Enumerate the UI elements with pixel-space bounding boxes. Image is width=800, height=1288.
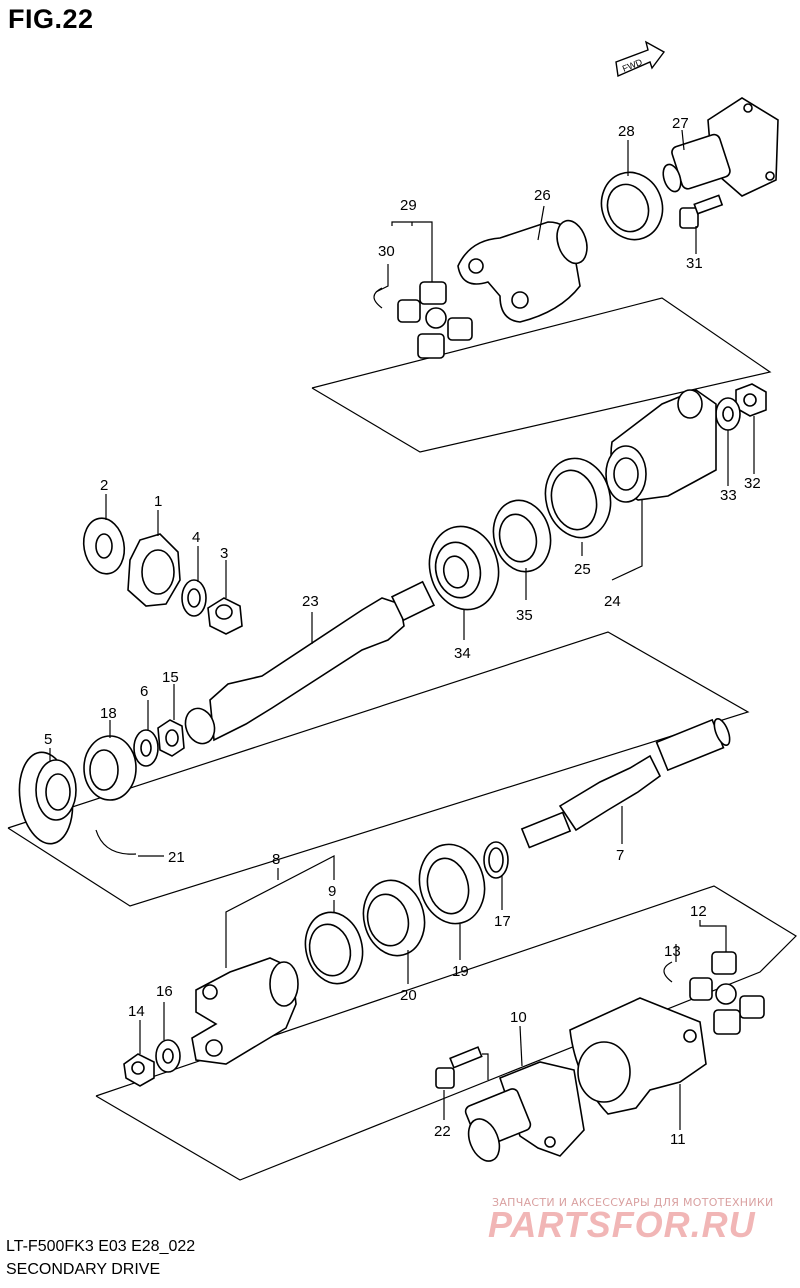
part-33-washer xyxy=(715,397,741,431)
callout-7: 7 xyxy=(616,847,624,864)
part-12-universal-joint-cross xyxy=(689,951,765,1035)
part-30-circlip xyxy=(373,287,383,309)
callout-4: 4 xyxy=(192,529,200,546)
callout-17: 17 xyxy=(494,913,511,930)
part-28-oil-seal xyxy=(600,171,664,241)
part-8-yoke-assy xyxy=(191,957,299,1065)
callout-9: 9 xyxy=(328,883,336,900)
leader-lines xyxy=(49,129,755,1130)
callout-28: 28 xyxy=(618,123,635,140)
part-7-drive-shaft xyxy=(520,718,731,849)
callout-8: 8 xyxy=(272,851,280,868)
part-26-universal-yoke xyxy=(457,219,588,323)
callout-2: 2 xyxy=(100,477,108,494)
callout-15: 15 xyxy=(162,669,179,686)
callout-labels: 27 28 26 29 30 31 32 33 25 24 35 34 23 2… xyxy=(44,115,761,1148)
part-2-shim xyxy=(82,517,126,575)
callout-13: 13 xyxy=(664,943,681,960)
part-27-flange-shaft xyxy=(662,97,779,197)
figure-name: SECONDARY DRIVE xyxy=(6,1261,161,1278)
part-3-nut xyxy=(207,597,243,635)
part-23-propeller-shaft xyxy=(184,580,436,745)
callout-14: 14 xyxy=(128,1003,145,1020)
callout-26: 26 xyxy=(534,187,551,204)
part-34-bearing xyxy=(428,525,500,611)
callout-12: 12 xyxy=(690,903,707,920)
part-29-universal-joint-cross xyxy=(397,281,473,359)
callout-27: 27 xyxy=(672,115,689,132)
part-21-circlip xyxy=(95,829,137,855)
part-32-nut xyxy=(735,383,767,417)
callout-35: 35 xyxy=(516,607,533,624)
callout-22: 22 xyxy=(434,1123,451,1140)
callout-5: 5 xyxy=(44,731,52,748)
part-11-flange-yoke xyxy=(569,997,707,1115)
callout-18: 18 xyxy=(100,705,117,722)
callout-1: 1 xyxy=(154,493,162,510)
watermark-logo: PARTSFOR.RU xyxy=(488,1204,756,1245)
part-15-nut xyxy=(157,719,185,757)
callout-31: 31 xyxy=(686,255,703,272)
part-4-washer xyxy=(181,579,207,617)
fwd-arrow-icon: FWD xyxy=(615,40,666,78)
callout-16: 16 xyxy=(156,983,173,1000)
section-outline-bottom xyxy=(95,885,797,1181)
part-25-oil-seal xyxy=(544,457,612,539)
callout-33: 33 xyxy=(720,487,737,504)
callout-3: 3 xyxy=(220,545,228,562)
callout-25: 25 xyxy=(574,561,591,578)
part-9-oil-seal xyxy=(304,911,364,985)
part-6-washer xyxy=(133,729,159,767)
callout-19: 19 xyxy=(452,963,469,980)
part-24-yoke-assy xyxy=(605,389,717,503)
part-17-circlip xyxy=(483,841,509,879)
callout-34: 34 xyxy=(454,645,471,662)
callout-20: 20 xyxy=(400,987,417,1004)
watermark-tagline: ЗАПЧАСТИ И АКСЕССУАРЫ ДЛЯ МОТОТЕХНИКИ xyxy=(492,1196,774,1209)
part-19-bearing xyxy=(418,843,486,925)
model-code: LT-F500FK3 E03 E28_022 xyxy=(6,1238,196,1255)
part-5-drive-flange xyxy=(18,751,77,845)
part-18-bearing xyxy=(83,735,137,801)
part-16-washer xyxy=(155,1039,181,1073)
figure-title: FIG.22 xyxy=(8,4,94,34)
callout-11: 11 xyxy=(670,1131,686,1148)
part-31-bolt xyxy=(679,194,724,229)
callout-29: 29 xyxy=(400,197,417,214)
part-22-bolt xyxy=(435,1046,483,1089)
callout-32: 32 xyxy=(744,475,761,492)
section-outline-middle xyxy=(7,631,750,907)
part-35-bushing xyxy=(492,499,552,573)
part-1-bevel-gear xyxy=(127,533,181,607)
section-outline-top xyxy=(311,297,772,453)
callout-24: 24 xyxy=(604,593,621,610)
part-14-nut xyxy=(123,1053,155,1087)
callout-10: 10 xyxy=(510,1009,527,1026)
part-10-companion-flange xyxy=(464,1061,585,1162)
callout-30: 30 xyxy=(378,243,395,260)
callout-21: 21 xyxy=(168,849,185,866)
callout-6: 6 xyxy=(140,683,148,700)
callout-23: 23 xyxy=(302,593,319,610)
part-13-circlip xyxy=(663,961,673,983)
part-20-sleeve xyxy=(362,879,426,957)
